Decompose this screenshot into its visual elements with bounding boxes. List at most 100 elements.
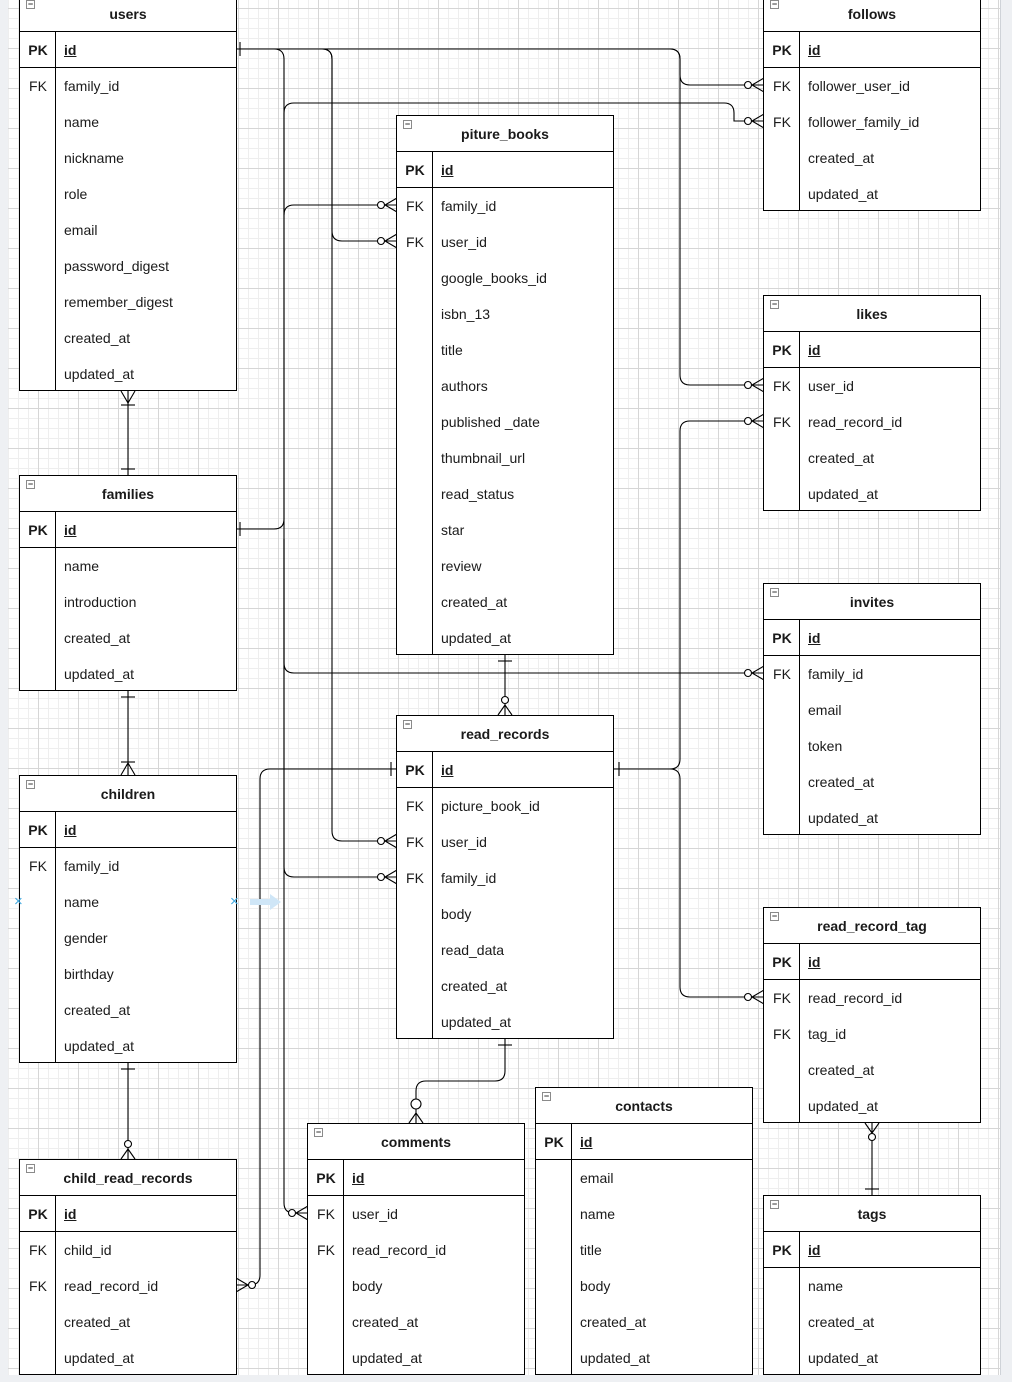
table-row[interactable]: updated_at <box>64 366 135 382</box>
table-row[interactable]: created_at <box>808 150 875 166</box>
table-row[interactable]: name <box>64 894 100 910</box>
table-row[interactable]: password_digest <box>64 258 170 274</box>
table-row[interactable]: updated_at <box>441 1014 512 1030</box>
table-row[interactable]: read_data <box>441 942 505 958</box>
collapse-icon[interactable]: − <box>770 1199 779 1209</box>
collapse-icon[interactable]: − <box>26 1163 35 1173</box>
table-row[interactable]: role <box>64 186 88 202</box>
table-row[interactable]: nickname <box>64 150 124 166</box>
connection-point-right-icon[interactable]: × <box>230 893 239 910</box>
table-row[interactable]: star <box>441 522 465 538</box>
table-row[interactable]: name <box>580 1206 616 1222</box>
table-row[interactable]: google_books_id <box>441 270 547 286</box>
table-row[interactable]: title <box>580 1242 602 1258</box>
collapse-icon[interactable]: − <box>314 1127 323 1137</box>
table-row[interactable]: name <box>64 114 100 130</box>
table-row[interactable]: birthday <box>64 966 114 982</box>
table-row[interactable]: title <box>441 342 463 358</box>
table-row[interactable]: created_at <box>441 594 508 610</box>
table-row[interactable]: updated_at <box>808 1098 879 1114</box>
table-row[interactable]: updated_at <box>64 1350 135 1366</box>
table-row[interactable]: updated_at <box>808 810 879 826</box>
connect-arrow-icon[interactable] <box>250 893 282 911</box>
table-row[interactable]: updated_at <box>352 1350 423 1366</box>
collapse-icon[interactable]: − <box>770 911 779 921</box>
table-row[interactable]: created_at <box>808 450 875 466</box>
table-row[interactable]: published _date <box>441 414 540 430</box>
table-row[interactable]: created_at <box>808 774 875 790</box>
table-row[interactable]: created_at <box>808 1314 875 1330</box>
collapse-icon[interactable]: − <box>403 719 412 729</box>
connection-point-left-icon[interactable]: × <box>14 893 23 910</box>
table-row[interactable]: body <box>580 1278 611 1294</box>
table-row[interactable]: email <box>64 222 98 238</box>
table-row[interactable]: created_at <box>352 1314 419 1330</box>
table-row[interactable]: updated_at <box>808 186 879 202</box>
table-row[interactable]: updated_at <box>580 1350 651 1366</box>
table-row[interactable]: created_at <box>64 1002 131 1018</box>
table-row[interactable]: review <box>441 558 482 574</box>
table-row[interactable]: created_at <box>64 1314 131 1330</box>
table-row[interactable]: gender <box>64 930 108 946</box>
table-row[interactable]: read_status <box>441 486 515 502</box>
collapse-icon[interactable]: − <box>26 0 35 9</box>
collapse-icon[interactable]: − <box>26 479 35 489</box>
collapse-icon[interactable]: − <box>26 779 35 789</box>
table-row[interactable]: created_at <box>64 330 131 346</box>
table-row[interactable]: created_at <box>580 1314 647 1330</box>
collapse-icon[interactable]: − <box>770 587 779 597</box>
collapse-icon[interactable]: − <box>770 299 779 309</box>
table-row[interactable]: name <box>64 558 100 574</box>
table-row[interactable]: updated_at <box>808 1350 879 1366</box>
table-row[interactable]: created_at <box>64 630 131 646</box>
table-row[interactable]: updated_at <box>808 486 879 502</box>
collapse-icon[interactable]: − <box>770 0 779 9</box>
collapse-icon[interactable]: − <box>542 1091 551 1101</box>
table-row[interactable]: introduction <box>64 594 137 610</box>
table-row[interactable]: email <box>580 1170 614 1186</box>
table-row[interactable]: email <box>808 702 842 718</box>
table-row[interactable]: authors <box>441 378 488 394</box>
table-row[interactable]: remember_digest <box>64 294 173 310</box>
table-row[interactable]: updated_at <box>64 666 135 682</box>
table-row[interactable]: token <box>808 738 843 754</box>
table-row[interactable]: updated_at <box>64 1038 135 1054</box>
table-row[interactable]: updated_at <box>441 630 512 646</box>
